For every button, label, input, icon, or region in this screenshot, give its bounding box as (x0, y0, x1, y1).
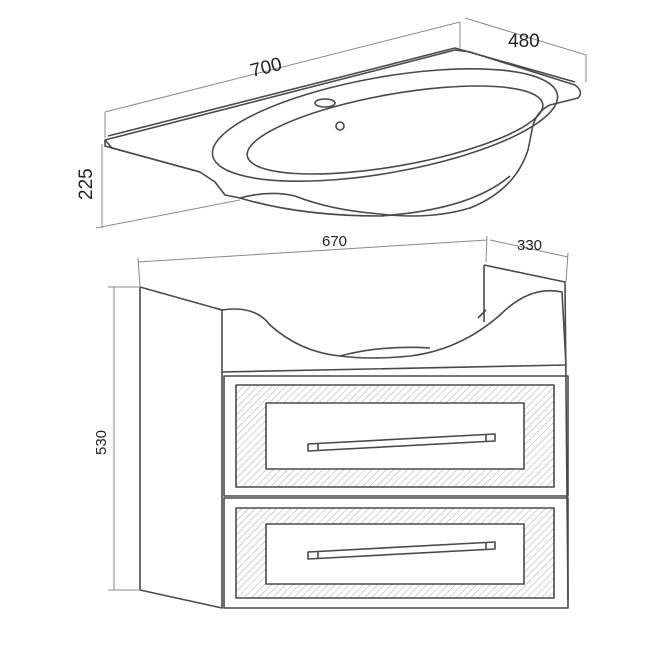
upper-drawer-front[interactable] (223, 375, 569, 497)
cabinet-left-front (214, 307, 223, 311)
cabinet-dimensions (108, 235, 569, 591)
upper-drawer-panel (265, 402, 525, 470)
cabinet-front-curve (221, 289, 567, 373)
sink-width-label: 700 (248, 54, 284, 82)
ext-line (565, 252, 569, 283)
lower-drawer-handle[interactable] (307, 541, 496, 560)
bowl-underside (239, 175, 511, 217)
cabinet-inner-curve (339, 346, 431, 357)
sink-front-edge (104, 140, 201, 173)
basin-outer (211, 68, 559, 182)
cabinet-width-dim-line (137, 239, 488, 263)
cabinet-left-side (139, 286, 223, 609)
lower-drawer-front[interactable] (223, 497, 569, 609)
cabinet-back-right (483, 264, 569, 601)
cabinet-drawing (139, 264, 569, 609)
ext-line (137, 257, 141, 287)
sink-depth-dim-line (464, 17, 587, 56)
drain-hole (335, 121, 345, 131)
ext-line (485, 235, 488, 263)
sink-drawing (104, 47, 582, 217)
cabinet-depth-label: 330 (517, 237, 542, 254)
ext-line (95, 199, 241, 229)
faucet-hole (314, 98, 336, 108)
basin-inner (246, 85, 544, 175)
cabinet-width-label: 670 (322, 233, 347, 250)
cabinet-height-label: 530 (93, 430, 110, 455)
sink-width-dim-line (104, 21, 461, 113)
cabinet-inner-edge (477, 309, 487, 319)
upper-drawer-handle[interactable] (307, 433, 496, 452)
sink-back-rim (107, 47, 576, 137)
sink-depth-label: 480 (508, 31, 540, 52)
cabinet-depth-dim-line (489, 239, 569, 258)
sink-dimensions (95, 17, 587, 229)
sink-height-label: 225 (76, 168, 97, 200)
sink-top-outline (104, 49, 582, 217)
